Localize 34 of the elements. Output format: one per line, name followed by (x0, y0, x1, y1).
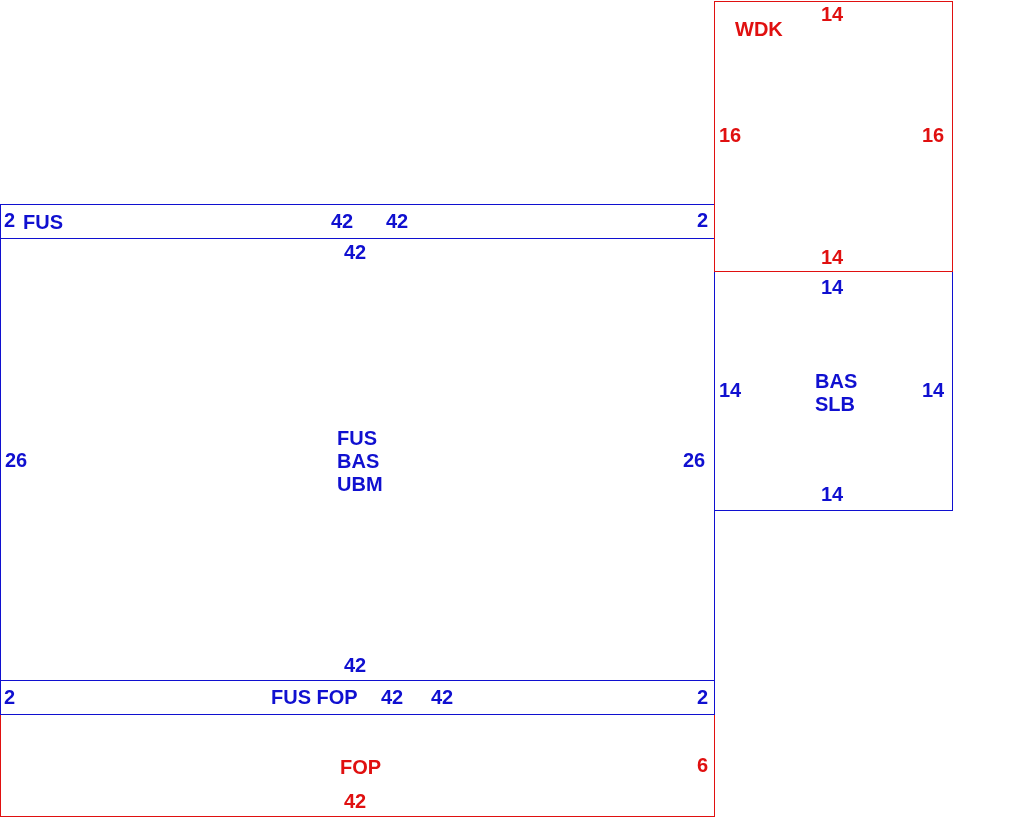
dimension-label: 14 (719, 379, 742, 402)
dimension-label: 6 (697, 754, 709, 777)
dimension-label: 2 (697, 209, 709, 232)
dimension-label: 14 (922, 379, 945, 402)
dimension-label: 42 (344, 241, 367, 264)
room-label: FUS (23, 211, 63, 234)
room-label: FUS FOP (271, 686, 358, 709)
room-outline (0, 714, 715, 817)
dimension-label: 14 (821, 246, 844, 269)
room-outline (0, 680, 715, 715)
dimension-label: 42 (431, 686, 454, 709)
dimension-label: 42 (344, 654, 367, 677)
dimension-label: 14 (821, 3, 844, 26)
dimension-label: 2 (4, 209, 16, 232)
room-label: FUS BAS UBM (337, 427, 384, 496)
room-outline (0, 204, 715, 239)
room-outline (714, 1, 953, 272)
dimension-label: 16 (719, 124, 742, 147)
dimension-label: 2 (697, 686, 709, 709)
dimension-label: 42 (344, 790, 367, 813)
room-label: WDK (735, 18, 783, 41)
dimension-label: 42 (381, 686, 404, 709)
dimension-label: 42 (386, 210, 409, 233)
room-label: BAS SLB (815, 370, 859, 416)
dimension-label: 14 (821, 483, 844, 506)
dimension-label: 14 (821, 276, 844, 299)
dimension-label: 16 (922, 124, 945, 147)
room-label: FOP (340, 756, 382, 779)
dimension-label: 26 (683, 449, 706, 472)
dimension-label: 42 (331, 210, 354, 233)
dimension-label: 26 (5, 449, 28, 472)
room-outline (0, 238, 715, 681)
dimension-label: 2 (4, 686, 16, 709)
room-outline (714, 271, 953, 511)
